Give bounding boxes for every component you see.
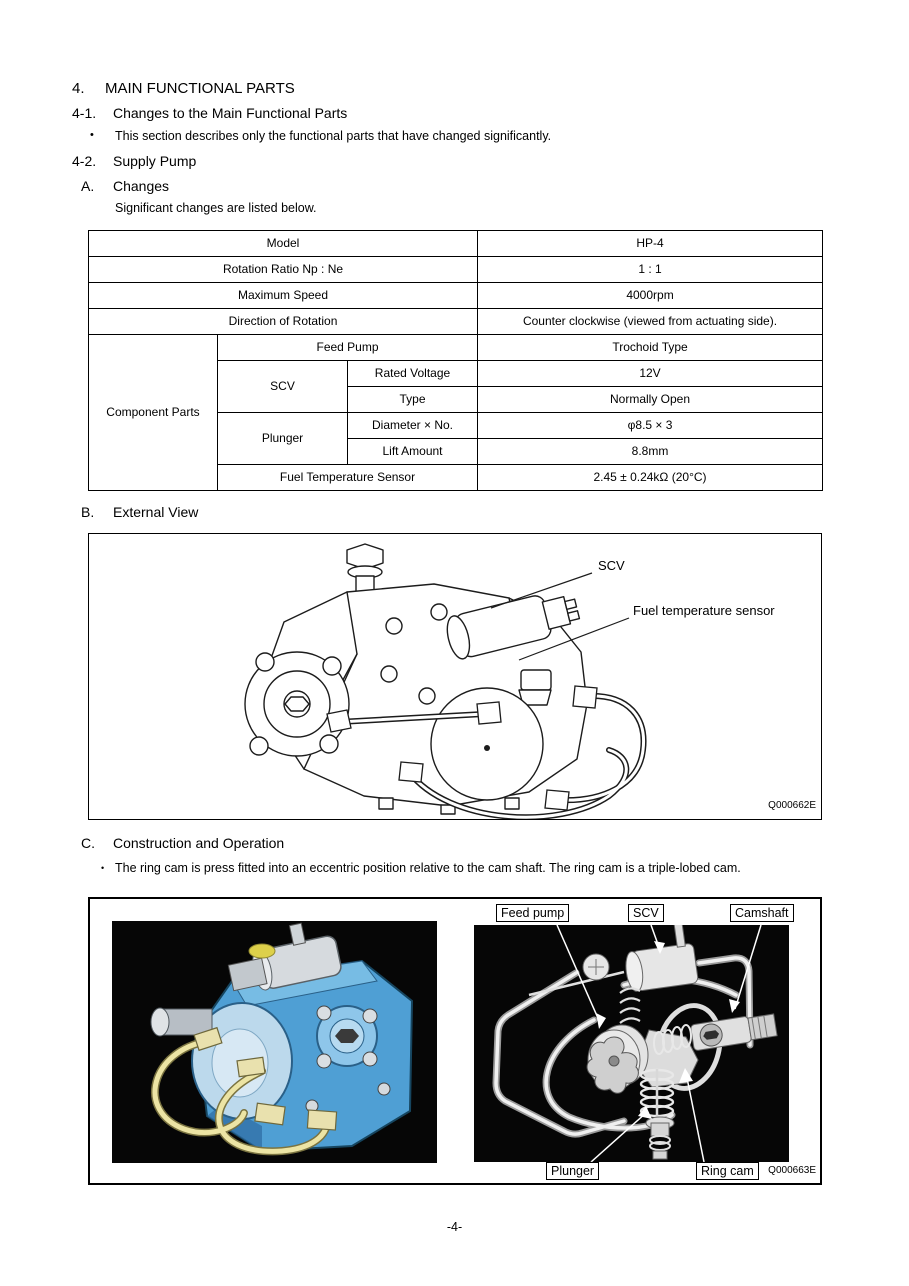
section-4-2-heading: 4-2. Supply Pump [72, 153, 196, 169]
cell-fuel-temp-value: 2.45 ± 0.24kΩ (20°C) [477, 464, 824, 491]
fuel-pipes [336, 692, 647, 819]
figure-code: Q000662E [768, 800, 816, 811]
table-row: Model HP-4 [87, 230, 824, 257]
cell-rotation-ratio-label: Rotation Ratio Np : Ne [87, 256, 479, 283]
pump-dome [430, 687, 544, 801]
plunger-label: Plunger [546, 1162, 600, 1180]
feed-pump-part [586, 1024, 649, 1094]
bullet-icon: • [90, 129, 94, 141]
table-row: Direction of Rotation Counter clockwise … [87, 308, 824, 335]
stud-collar [343, 601, 387, 638]
cell-rated-voltage-value: 12V [477, 360, 824, 387]
section-4-1-note: • This section describes only the functi… [90, 129, 551, 143]
pump-photo-panel [112, 921, 437, 1163]
cell-model-label: Model [87, 230, 479, 257]
yellow-cap [248, 943, 276, 959]
scv-part [446, 595, 581, 660]
figure-code: Q000663E [768, 1165, 816, 1176]
section-4-2-title: Supply Pump [113, 153, 197, 169]
internal-view-panel [474, 925, 789, 1162]
cell-model-value: HP-4 [477, 230, 824, 257]
camshaft-part [690, 1013, 778, 1051]
cell-max-speed-label: Maximum Speed [87, 282, 479, 309]
scv-part [625, 925, 699, 992]
pump-body [268, 583, 588, 807]
table-row: Component Parts Feed Pump Trochoid Type [88, 334, 824, 491]
camshaft-spring [653, 1024, 692, 1055]
table-row: Fuel Temperature Sensor 2.45 ± 0.24kΩ (2… [89, 464, 824, 491]
cell-type-value: Normally Open [477, 386, 824, 413]
cell-scv: SCV [217, 360, 348, 413]
section-4-1-title: Changes to the Main Functional Parts [113, 105, 348, 121]
section-4-2-number: 4-2. [72, 153, 97, 169]
cell-lift-value: 8.8mm [477, 438, 824, 465]
scv-part [227, 922, 342, 992]
spec-table-wrap: Model HP-4 Rotation Ratio Np : Ne 1 : 1 … [87, 230, 824, 491]
section-b-title: External View [113, 504, 199, 520]
construction-figure: Feed pump SCV Camshaft Plunger Ring cam … [88, 897, 822, 1185]
table-row: Maximum Speed 4000rpm [87, 282, 824, 309]
section-a-number: A. [81, 178, 95, 194]
pump-color-art [112, 921, 437, 1163]
external-view-figure: SCV Fuel temperature sensor Q000662E [88, 533, 822, 820]
section-a-note: Significant changes are listed below. [115, 201, 317, 215]
tappet-part [645, 1116, 675, 1160]
cell-type-label: Type [346, 386, 479, 413]
stud-hex-head [346, 543, 384, 570]
section-4-number: 4. [72, 80, 85, 97]
stud-shaft [355, 575, 375, 611]
section-c-title: Construction and Operation [113, 835, 285, 851]
scv-spring [619, 987, 641, 1024]
section-a-heading: A. Changes [81, 178, 169, 194]
bullet-icon: • [101, 863, 105, 873]
fuel-temp-sensor-label: Fuel temperature sensor [633, 603, 775, 618]
scv-label: SCV [598, 558, 625, 573]
ring-cam-label: Ring cam [696, 1162, 759, 1180]
camshaft-label: Camshaft [730, 904, 794, 922]
section-c-note-text: The ring cam is press fitted into an ecc… [115, 861, 741, 875]
pump-line-art [244, 543, 647, 819]
section-4-1-note-text: This section describes only the function… [115, 129, 552, 143]
section-4-title: MAIN FUNCTIONAL PARTS [105, 80, 295, 97]
spec-table: Model HP-4 Rotation Ratio Np : Ne 1 : 1 … [87, 230, 824, 491]
table-row: Rotation Ratio Np : Ne 1 : 1 [87, 256, 824, 283]
cell-feed-pump-label: Feed Pump [216, 334, 479, 361]
cell-fuel-temp-label: Fuel Temperature Sensor [216, 464, 479, 491]
pipe-nuts [326, 685, 598, 811]
cell-max-speed-value: 4000rpm [477, 282, 824, 309]
cell-component-parts: Component Parts [88, 334, 218, 491]
cell-rotation-ratio-value: 1 : 1 [477, 256, 824, 283]
fuel-temp-sensor-part [518, 669, 552, 706]
cell-feed-pump-value: Trochoid Type [477, 334, 824, 361]
section-b-number: B. [81, 504, 95, 520]
cell-lift-label: Lift Amount [346, 438, 479, 465]
section-4-heading: 4. MAIN FUNCTIONAL PARTS [72, 80, 295, 97]
cell-rated-voltage-label: Rated Voltage [346, 360, 479, 387]
scv-label: SCV [628, 904, 664, 922]
table-row: Lift Amount 8.8mm [89, 438, 824, 465]
section-c-heading: C. Construction and Operation [81, 835, 284, 851]
page-number: -4- [446, 1220, 463, 1234]
section-c-note: • The ring cam is press fitted into an e… [101, 861, 741, 875]
section-4-1-number: 4-1. [72, 105, 97, 121]
section-a-title: Changes [113, 178, 170, 194]
pipe-nuts [193, 1026, 338, 1131]
cell-direction-label: Direction of Rotation [87, 308, 479, 335]
mount-flange [244, 651, 350, 757]
section-4-1-heading: 4-1. Changes to the Main Functional Part… [72, 105, 347, 121]
section-c-number: C. [81, 835, 95, 851]
feed-pump-label: Feed pump [496, 904, 570, 922]
leader-lines [556, 925, 762, 1162]
internal-line-art [474, 925, 789, 1162]
leader-lines [490, 572, 630, 661]
cell-diameter-label: Diameter × No. [346, 412, 479, 439]
section-b-heading: B. External View [81, 504, 198, 520]
stud-washer [347, 565, 383, 579]
cell-direction-value: Counter clockwise (viewed from actuating… [477, 308, 824, 335]
arrowheads [596, 941, 740, 1119]
table-row: Type Normally Open [89, 386, 824, 413]
cell-plunger: Plunger [217, 412, 348, 465]
cell-diameter-value: φ8.5 × 3 [477, 412, 824, 439]
table-row: Plunger Diameter × No. φ8.5 × 3 [89, 412, 824, 465]
